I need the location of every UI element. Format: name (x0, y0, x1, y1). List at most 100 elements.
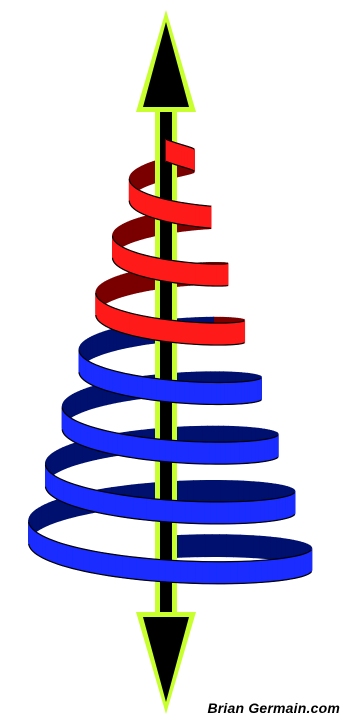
blue-ribbon-segment-front (239, 382, 242, 404)
blue-ribbon-segment-front (53, 541, 57, 565)
blue-ribbon-segment-back (63, 446, 66, 469)
blue-ribbon-segment-front (221, 442, 226, 464)
blue-ribbon-segment-front (128, 496, 134, 519)
blue-ribbon-segment-front (39, 534, 42, 558)
blue-ribbon-segment-front (123, 434, 128, 457)
blue-ribbon-segment-back (52, 500, 56, 524)
red-ribbon-segment-back (129, 272, 132, 295)
red-ribbon-segment-front (120, 310, 123, 333)
red-ribbon-segment-front (197, 322, 201, 344)
blue-ribbon-segment-front (89, 488, 94, 511)
blue-ribbon-segment-front (280, 497, 283, 520)
blue-ribbon-segment-front (137, 557, 144, 580)
blue-ribbon-segment-front (155, 439, 161, 462)
blue-ribbon-segment-front (149, 438, 155, 461)
blue-ribbon-segment-front (244, 561, 250, 583)
red-ribbon-segment-front (133, 314, 136, 337)
blue-ribbon-segment-back (100, 332, 103, 355)
blue-ribbon-segment-back (103, 331, 106, 354)
blue-ribbon-segment-front (240, 441, 244, 463)
blue-ribbon-segment-front (110, 370, 114, 393)
blue-ribbon-segment-front (259, 440, 262, 462)
blue-ribbon-segment-front (260, 500, 264, 522)
red-ribbon-segment-front (196, 263, 199, 285)
blue-ribbon-segment-back (247, 535, 253, 557)
blue-ribbon-segment-front (78, 548, 84, 571)
blue-ribbon-segment-front (129, 374, 133, 397)
blue-ribbon-segment-front (151, 559, 158, 582)
blue-ribbon-segment-back (234, 535, 241, 557)
blue-ribbon-segment-front (140, 497, 146, 520)
red-ribbon-segment-front (190, 263, 193, 285)
blue-ribbon-segment-back (56, 499, 60, 522)
red-ribbon-segment-front (170, 320, 174, 342)
blue-ribbon-segment-front (205, 442, 210, 464)
blue-ribbon-segment-front (67, 545, 72, 568)
blue-ribbon-segment-back (212, 535, 219, 557)
blue-ribbon-segment-front (172, 440, 178, 462)
blue-ribbon-segment-back (113, 328, 117, 351)
blue-ribbon-segment-front (210, 442, 215, 464)
red-ribbon-segment-front (166, 320, 170, 342)
blue-ribbon-segment-front (245, 381, 248, 403)
blue-ribbon-segment-back (97, 333, 100, 356)
red-ribbon-segment-front (136, 314, 140, 337)
blue-ribbon-segment-front (67, 482, 71, 505)
blue-ribbon-segment-front (87, 425, 91, 448)
blue-ribbon-segment-front (217, 562, 224, 584)
red-ribbon-segment-front (175, 261, 178, 283)
blue-ribbon-segment-back (238, 481, 244, 503)
blue-ribbon-segment-front (210, 562, 217, 584)
blue-ribbon-segment-front (199, 382, 204, 404)
blue-ribbon-segment-front (228, 382, 232, 404)
blue-ribbon-segment-front (235, 382, 238, 404)
blue-ribbon-segment-back (220, 480, 226, 502)
blue-ribbon-segment-back (232, 481, 238, 503)
blue-ribbon-segment-back (83, 388, 86, 411)
blue-ribbon-segment-front (117, 372, 121, 395)
blue-ribbon-segment-front (79, 486, 84, 509)
red-ribbon-segment-front (118, 309, 121, 332)
blue-ribbon-segment-back (240, 535, 247, 557)
axis-shaft-core (160, 100, 172, 640)
blue-ribbon-segment-front (278, 558, 283, 581)
blue-ribbon-segment-front (130, 557, 137, 580)
blue-ribbon-segment-front (196, 561, 203, 583)
blue-ribbon-segment-front (134, 497, 140, 520)
blue-ribbon-segment-front (211, 502, 217, 524)
blue-ribbon-segment-front (116, 555, 123, 578)
blue-ribbon-segment-front (244, 441, 248, 463)
blue-ribbon-segment-front (57, 477, 60, 501)
red-ribbon-segment-front (223, 323, 226, 345)
blue-ribbon-segment-back (87, 387, 91, 410)
blue-ribbon-segment-back (187, 481, 194, 503)
blue-ribbon-segment-back (197, 535, 205, 557)
blue-ribbon-segment-front (144, 437, 150, 460)
red-ribbon-segment-front (187, 262, 190, 284)
blue-ribbon-segment-front (104, 430, 109, 453)
blue-ribbon-segment-front (159, 559, 166, 582)
blue-ribbon-segment-front (235, 442, 239, 464)
blue-ribbon-segment-front (194, 382, 199, 404)
red-ribbon-segment-front (166, 260, 169, 282)
blue-ribbon-segment-front (99, 429, 103, 452)
blue-ribbon-segment-front (91, 427, 95, 450)
blue-ribbon-segment-front (143, 377, 148, 400)
blue-ribbon-segment-front (204, 382, 208, 404)
blue-ribbon-segment-front (185, 381, 190, 403)
blue-ribbon-segment-front (161, 379, 166, 402)
blue-ribbon-segment-back (60, 448, 63, 471)
blue-ribbon-segment-front (64, 480, 68, 503)
blue-ribbon-segment-front (217, 502, 223, 524)
red-ribbon-segment-front (174, 321, 178, 343)
blue-ribbon-segment-front (100, 366, 103, 389)
blue-ribbon-segment-front (102, 553, 109, 576)
red-ribbon-segment-front (146, 255, 149, 278)
blue-ribbon-segment-front (262, 560, 268, 582)
blue-ribbon-segment-front (238, 561, 244, 583)
blue-ribbon-segment-front (256, 500, 261, 522)
blue-ribbon-segment-front (166, 500, 173, 522)
blue-ribbon-segment-front (194, 442, 200, 464)
blue-ribbon-segment-front (128, 435, 133, 458)
